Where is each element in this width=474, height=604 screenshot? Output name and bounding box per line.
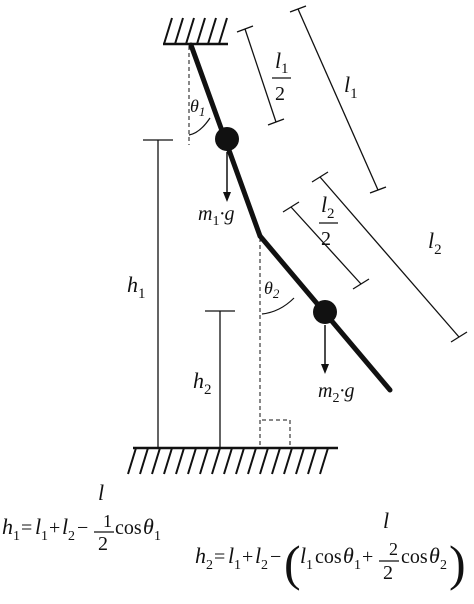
half-l1-denominator: 2 [275, 83, 285, 105]
eq2-cos1: cos [315, 546, 342, 568]
eq1-cos: cos [115, 517, 142, 539]
eq2-l2-sub: 2 [261, 558, 268, 573]
eq2-paren-close: ) [449, 535, 466, 591]
h2-label: h2 [193, 368, 212, 398]
l2-label: l2 [428, 228, 442, 258]
eq2-a: l [300, 543, 306, 568]
eq1-l2-sub: 2 [68, 529, 75, 544]
theta1-label: θ1 [190, 96, 205, 119]
eq2-a-sub: 1 [306, 558, 313, 573]
eq2-equals: = [214, 546, 225, 568]
eq2-paren-open: ( [284, 535, 301, 591]
gravity-arrows [223, 152, 329, 374]
m1g-label: m1·g [198, 203, 234, 229]
eq1-frac-numerator-sub: 1 [103, 511, 112, 531]
half-l1-numerator-sub: 1 [281, 61, 289, 77]
eq2-lhs-sub: 2 [206, 558, 213, 573]
equation-h2: h 2 = l 1 + l 2 − ( l 1 cos θ 1 + l 2 2 … [195, 508, 466, 591]
eq2-plus2: + [362, 546, 373, 568]
eq1-l2: l [62, 514, 68, 539]
mass-1 [215, 127, 239, 151]
ground-support [127, 446, 338, 475]
h1-label: h1 [127, 272, 146, 302]
eq2-minus: − [270, 546, 281, 568]
eq1-frac-numerator: l [98, 480, 104, 505]
eq2-theta2-sub: 2 [440, 558, 447, 573]
half-l2-numerator: l [321, 192, 327, 217]
m2g-label: m2·g [318, 380, 354, 406]
eq2-frac-denominator: 2 [383, 562, 393, 584]
eq2-frac-numerator-sub: 2 [389, 539, 398, 559]
half-l2-denominator: 2 [321, 228, 331, 250]
angle-arcs [188, 117, 295, 315]
eq2-frac-numerator: l [383, 508, 389, 533]
eq1-equals: = [21, 517, 32, 539]
eq2-plus: + [242, 546, 253, 568]
eq1-plus: + [49, 517, 60, 539]
eq2-l1-sub: 1 [234, 558, 241, 573]
mass-2 [313, 300, 337, 324]
eq2-cos2: cos [401, 546, 428, 568]
length-dimensions [236, 5, 468, 343]
eq1-minus: − [77, 517, 88, 539]
half-l1-numerator: l [275, 48, 281, 73]
eq2-theta2: θ [429, 543, 440, 568]
eq1-theta: θ [143, 514, 154, 539]
eq1-theta-sub: 1 [154, 529, 161, 544]
eq1-l1-sub: 1 [41, 529, 48, 544]
eq2-l1: l [228, 543, 234, 568]
label-fraction-bars [272, 77, 338, 224]
ceiling-support [163, 17, 228, 46]
vertical-reference-lines [188, 46, 291, 446]
eq2-theta1: θ [343, 543, 354, 568]
l1-label: l1 [344, 72, 358, 102]
diagram-labels: θ1 θ2 l 1 2 l1 l 2 2 l2 h1 h2 m1·g m2·g [127, 48, 442, 406]
eq2-lhs: h [195, 543, 206, 568]
eq1-frac-denominator: 2 [98, 533, 108, 555]
theta2-label: θ2 [264, 278, 280, 301]
eq1-lhs-sub: 1 [13, 529, 20, 544]
half-l2-numerator-sub: 2 [327, 206, 335, 222]
equation-h1: h 1 = l 1 + l 2 − l 1 2 cos θ 1 [2, 480, 161, 555]
height-dimensions [143, 139, 235, 448]
eq1-l1: l [35, 514, 41, 539]
eq1-lhs: h [2, 514, 13, 539]
eq2-theta1-sub: 1 [354, 558, 361, 573]
eq2-l2: l [255, 543, 261, 568]
